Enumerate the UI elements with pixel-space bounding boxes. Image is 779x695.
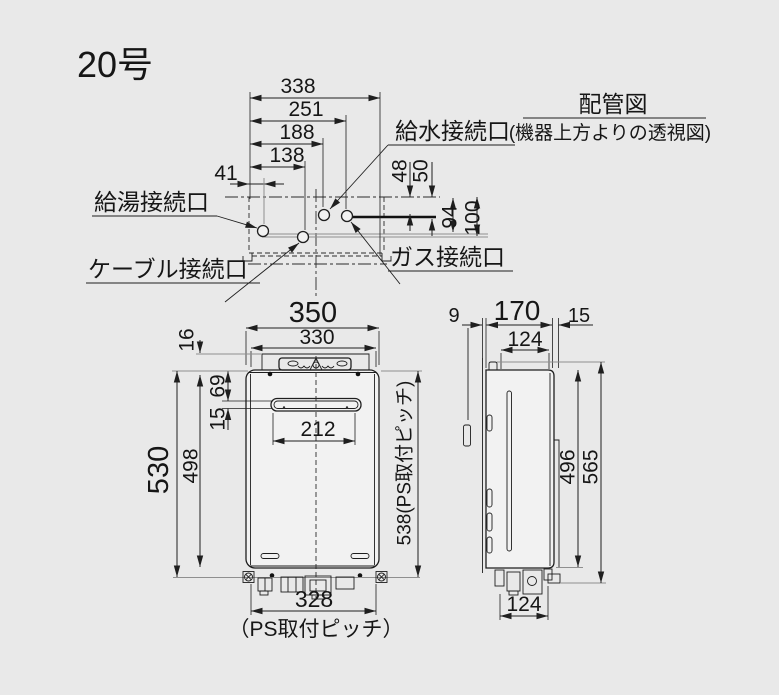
dim-251-label: 251 [288,98,323,121]
dim-15-side-label: 15 [568,305,590,327]
side-front-lip [554,439,560,568]
side-groove [506,390,512,552]
front-top-plate [261,353,370,370]
piping-diagram: 338 251 188 138 41 48 50 94 100 配管図 (機器上… [86,75,711,303]
dim-565-label: 565 [579,449,602,484]
dim-498-label: 498 [179,448,202,483]
cable-label: ケーブル接続口 [88,256,248,282]
front-louver-left [260,553,280,559]
water-supply-leader [329,144,389,210]
side-wall-clip [463,424,471,447]
dim-124-bottom-label: 124 [506,593,541,616]
dim-94-label: 94 [438,205,461,229]
dim-9-label: 9 [448,305,459,327]
cable-leader [224,242,300,303]
piping-title: 配管図 [579,91,648,117]
ps-pitch-label: （PS取付ピッチ） [228,618,403,641]
side-bottom-fittings [494,568,561,596]
piping-subtitle: (機器上方よりの透視図) [509,122,711,144]
front-view: 350 330 16 69 15 212 530 498 538(PS取付ピッチ… [143,297,422,641]
front-screw-top-right [355,371,361,377]
dim-48-label: 48 [388,159,411,182]
front-bracket-slot-right [336,360,348,367]
dim-496-label: 496 [556,449,579,484]
dim-100-label: 100 [461,200,484,235]
side-case [485,369,555,569]
exhaust-slot-dot-right [345,406,349,409]
front-bottom-fittings [257,575,355,600]
hot-water-label: 給湯接続口 [94,189,209,215]
piping-bracket-hook-right [381,253,392,262]
gas-port [340,209,354,223]
dim-350-label: 350 [289,297,337,329]
dim-170-label: 170 [494,295,541,326]
front-tab-right [375,571,388,583]
front-bracket-slot-left [287,360,299,367]
dim-330-label: 330 [299,326,334,349]
hot-water-leader [216,215,258,229]
front-tab-left [242,571,255,583]
front-tab-screw-right [377,572,386,582]
dim-530-label: 530 [143,446,175,494]
front-screw-bottom-right [357,573,363,578]
dim-212-label: 212 [300,418,335,441]
gas-leader [350,221,401,285]
piping-bracket-hook-left [242,253,253,262]
gas-label: ガス接続口 [390,244,505,270]
water-supply-label: 給水接続口 [395,118,510,144]
side-mount-hook [488,361,498,370]
front-screw-top-left [267,371,273,377]
front-tab-screw-left [244,572,253,582]
dim-328-label: 328 [295,586,333,612]
dim-50-label: 50 [409,159,432,182]
cable-port [296,230,310,244]
dim-15-label: 15 [206,407,229,430]
dim-69-label: 69 [206,374,229,397]
dim-16-label: 16 [175,328,198,351]
front-louver-right [350,553,370,559]
dim-538-label: 538(PS取付ピッチ) [394,381,416,546]
dim-41-label: 41 [214,162,237,185]
front-bracket-scallops [297,365,335,369]
dim-338-label: 338 [280,75,315,98]
front-mount-bracket [278,357,352,371]
page-title: 20号 [77,44,153,85]
side-vent-slots [486,414,493,554]
front-screw-bottom-left [269,573,275,578]
dim-124-top-label: 124 [507,328,542,351]
side-view: 9 170 15 124 496 565 124 [448,295,606,620]
water-supply-port [317,208,331,222]
hot-water-port [256,224,270,238]
dim-138-label: 138 [269,144,304,167]
exhaust-slot-dot-left [282,406,286,409]
dim-188-label: 188 [279,121,314,144]
